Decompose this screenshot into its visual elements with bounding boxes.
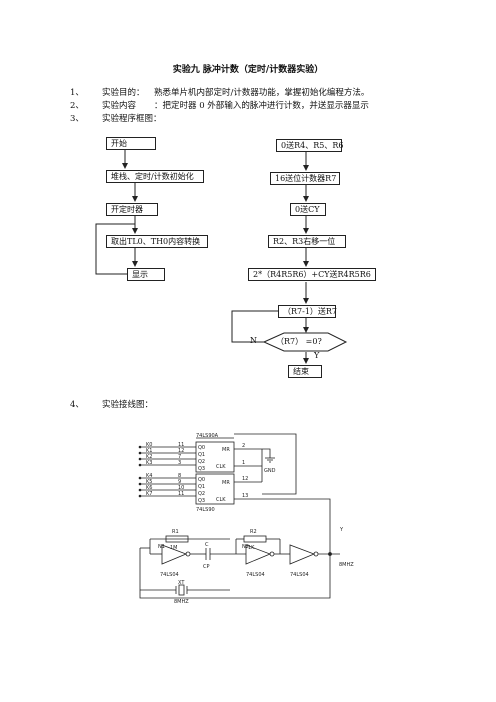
capacitor-value: CP: [203, 564, 210, 570]
pin-label: CLK: [216, 464, 226, 470]
pin-number: 1: [242, 460, 245, 466]
flow-zero-cy: 0送CY: [290, 203, 326, 216]
r1-label: R1: [172, 529, 179, 535]
item-number: 1、: [70, 88, 84, 98]
pin-label: Q1: [198, 484, 205, 490]
flow-no-label: N: [250, 336, 257, 345]
inverter-label: 74LS04: [160, 572, 179, 578]
pin-number: 11: [178, 442, 184, 448]
pin-number: 12: [242, 476, 248, 482]
output-freq-label: 8MHZ: [339, 562, 354, 568]
pin-number: 2: [242, 443, 245, 449]
pin-label: CLK: [216, 497, 226, 503]
pin-label: Q3: [198, 466, 205, 472]
crystal-label: XT: [178, 580, 185, 586]
item-label: 实验内容: [102, 101, 137, 111]
output-y-label: Y: [339, 527, 344, 533]
item-label: 实验程序框图：: [102, 114, 162, 124]
node-label: N2: [242, 544, 249, 550]
item-label: 实验接线图：: [102, 400, 154, 410]
flow-dec-r7: （R7-1）送R7: [278, 305, 337, 318]
crystal-value: 8MHZ: [174, 599, 189, 605]
r1-value: 1M: [170, 545, 178, 551]
flow-init: 堆栈、定时/计数初始化: [106, 170, 204, 183]
flow-double: 2*（R4R5R6）+CY送R4R5R6: [248, 268, 376, 281]
chip-top-label: 74LS90A: [196, 433, 219, 439]
flow-shift: R2、R3右移一位: [268, 235, 346, 248]
item-number: 3、: [70, 114, 84, 124]
input-label: K5: [146, 479, 152, 485]
pin-label: MR: [222, 447, 230, 453]
item-label: 实验目的：: [102, 88, 145, 98]
capacitor-label: C: [205, 542, 209, 548]
pin-number: 11: [178, 491, 184, 497]
flow-display: 显示: [127, 268, 165, 281]
inverter-label: 74LS04: [246, 572, 265, 578]
item-number: 4、: [70, 400, 84, 410]
pin-number: 13: [242, 493, 248, 499]
pin-label: Q2: [198, 459, 205, 465]
input-label: K1: [146, 448, 152, 454]
r2-value: 1K: [248, 545, 255, 551]
input-label: K6: [146, 485, 152, 491]
r2-label: R2: [250, 529, 257, 535]
pin-label: Q1: [198, 452, 205, 458]
pin-label: Q2: [198, 491, 205, 497]
node-label: N1: [158, 544, 165, 550]
item-purpose: 1、 实验目的： 熟悉单片机内部定时/计数器功能，掌握初始化编程方法。: [70, 86, 369, 98]
flow-condition: （R7） =0?: [276, 337, 322, 346]
page-title: 实验九 脉冲计数（定时/计数器实验）: [172, 65, 324, 75]
item-wiring: 4、 实验接线图：: [70, 398, 153, 410]
item-content: 2、 实验内容 ：把定时器 0 外部输入的脉冲进行计数，并送显示器显示: [70, 99, 369, 111]
flow-open-timer: 开定时器: [106, 203, 158, 216]
input-label: K4: [146, 473, 152, 479]
item-text: 熟悉单片机内部定时/计数器功能，掌握初始化编程方法。: [154, 88, 370, 98]
pin-number: 9: [178, 479, 181, 485]
pin-number: 10: [178, 485, 184, 491]
pin-number: 8: [178, 473, 181, 479]
flow-start: 开始: [106, 137, 156, 150]
pin-label: Q0: [198, 477, 205, 483]
inverter-label: 74LS04: [290, 572, 309, 578]
input-label: K3: [146, 460, 152, 466]
input-label: K0: [146, 442, 152, 448]
pin-number: 12: [178, 448, 184, 454]
pin-label: Q0: [198, 445, 205, 451]
flow-zero-regs: 0送R4、R5、R6: [276, 139, 343, 152]
input-label: K7: [146, 491, 152, 497]
chip-bottom-label: 74LS90: [196, 507, 215, 513]
ground-label: GND: [264, 468, 276, 474]
item-number: 2、: [70, 101, 84, 111]
item-flowchart: 3、 实验程序框图：: [70, 112, 162, 124]
flow-fetch: 取出TL0、TH0内容转换: [106, 235, 208, 248]
flow-sixteen-r7: 16送位计数器R7: [270, 172, 340, 185]
input-label: K2: [146, 454, 152, 460]
flow-end: 结束: [288, 365, 322, 378]
pin-number: 7: [178, 454, 181, 460]
pin-label: Q3: [198, 498, 205, 504]
pin-number: 3: [178, 460, 181, 466]
flow-yes-label: Y: [314, 351, 320, 360]
item-text: ：把定时器 0 外部输入的脉冲进行计数，并送显示器显示: [154, 101, 369, 111]
pin-label: MR: [222, 480, 230, 486]
